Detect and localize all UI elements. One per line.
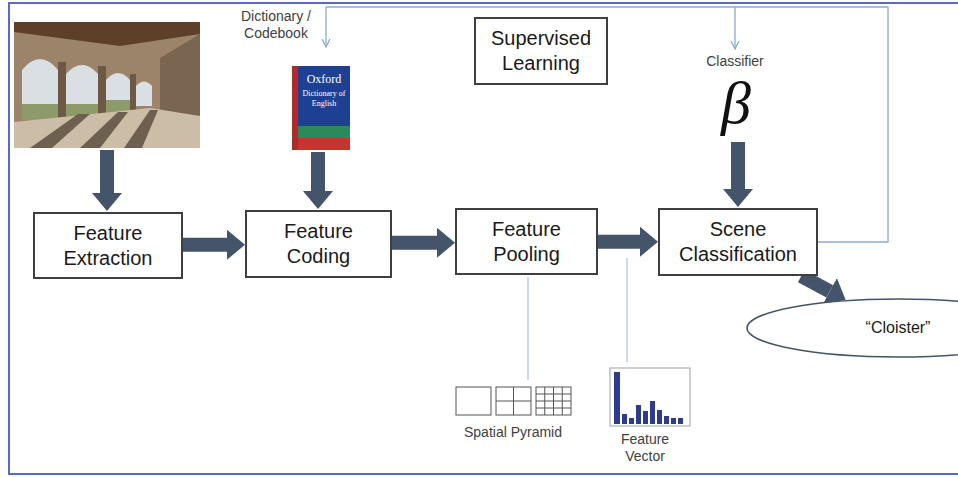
node-text: Supervised Learning xyxy=(486,26,596,76)
book-band xyxy=(298,138,350,150)
leader-line xyxy=(627,258,628,362)
input-arrow xyxy=(311,152,325,191)
photo-floor xyxy=(14,108,200,148)
cloister-photo xyxy=(14,22,200,148)
photo-arch xyxy=(106,73,130,112)
spatial-pyramid-icon xyxy=(456,387,571,415)
process-box: Feature Extraction xyxy=(33,212,183,279)
ellipse-shape xyxy=(747,299,958,357)
feedback-arrow xyxy=(325,7,326,47)
parameter-symbol: β xyxy=(700,72,772,134)
histogram-bar xyxy=(671,418,676,424)
node-text: Scene Classification xyxy=(670,217,806,267)
process-box: Scene Classification xyxy=(658,208,818,276)
label-box: Supervised Learning xyxy=(474,17,608,85)
book-title: Oxford xyxy=(298,72,350,86)
flow-arrow xyxy=(801,276,829,291)
feedback-line xyxy=(326,7,888,242)
photo-arch xyxy=(136,82,152,107)
pyramid-grid xyxy=(536,387,571,415)
book-spine xyxy=(292,66,298,150)
output-ellipse: “Cloister” xyxy=(746,298,958,358)
component-label: Classifier xyxy=(690,53,780,70)
histogram-bar xyxy=(657,410,662,424)
histogram-bar xyxy=(650,401,655,424)
histogram-icon xyxy=(610,368,690,426)
flow-arrow xyxy=(598,235,640,249)
pyramid-level xyxy=(456,387,491,415)
feedback-line xyxy=(326,7,888,242)
histogram-bar xyxy=(622,414,627,424)
photo-arch xyxy=(66,65,98,118)
book-subtitle: Dictionary of English xyxy=(299,89,349,109)
photo-stone xyxy=(14,22,200,148)
node-text: Feature Coding xyxy=(257,219,380,269)
pyramid-level xyxy=(496,387,531,415)
photo-column xyxy=(58,62,66,122)
process-box: Feature Pooling xyxy=(455,208,598,275)
histogram-bar xyxy=(643,411,648,424)
pyramid-level xyxy=(536,387,571,415)
histogram-bar xyxy=(636,405,641,424)
book-band xyxy=(298,126,350,138)
icon-caption: Feature Vector xyxy=(612,431,678,465)
photo-ceiling xyxy=(14,22,200,46)
photo-shadow xyxy=(80,112,128,148)
histogram-bar xyxy=(629,418,634,424)
pyramid-grid xyxy=(496,387,531,415)
component-label: Dictionary / Codebook xyxy=(234,8,318,42)
flow-arrow xyxy=(392,236,437,250)
dictionary-book xyxy=(292,66,350,150)
photo-garden xyxy=(106,100,130,112)
histogram-bar xyxy=(614,372,620,424)
input-arrow xyxy=(731,142,745,189)
leader-line xyxy=(528,277,529,380)
book-cover xyxy=(292,66,350,150)
node-text: Feature Pooling xyxy=(467,217,586,267)
icon-caption: Spatial Pyramid xyxy=(446,424,580,441)
node-text: “Cloister” xyxy=(866,318,931,338)
process-box: Feature Coding xyxy=(245,210,392,278)
histogram-frame xyxy=(610,368,690,426)
feedback-arrow xyxy=(734,7,735,49)
outer-frame xyxy=(9,3,958,474)
node-text: Feature Extraction xyxy=(45,221,171,271)
histogram-bar xyxy=(664,416,669,424)
input-arrow xyxy=(100,150,114,193)
photo-shadow xyxy=(124,110,158,148)
flow-arrow xyxy=(183,238,227,252)
photo-arch xyxy=(22,59,58,120)
histogram-bar xyxy=(678,418,683,424)
photo-column xyxy=(98,66,106,120)
photo-column xyxy=(130,74,136,114)
photo-garden xyxy=(22,104,58,120)
photo-shadow xyxy=(30,114,90,148)
